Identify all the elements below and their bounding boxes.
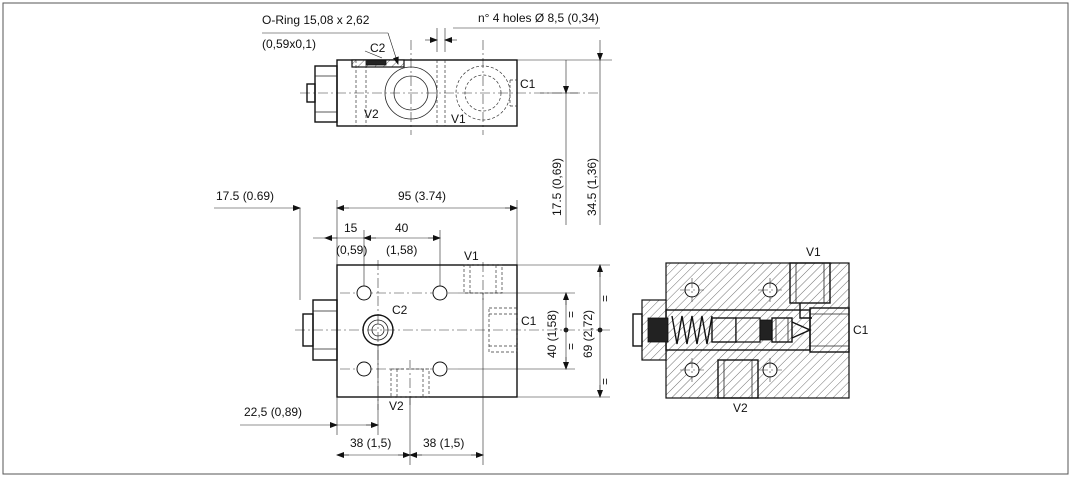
dim-34-5-vertical: 34.5 (1,36) [585, 158, 599, 216]
c1-top-label: C1 [520, 77, 536, 91]
mount-hole-br [432, 361, 448, 377]
v2-top-label: V2 [364, 107, 379, 121]
oring-label: O-Ring 15,08 x 2,62 [262, 13, 370, 27]
v2-cavity [717, 359, 759, 399]
mount-hole-bl [356, 361, 372, 377]
front-view [214, 200, 610, 465]
dim-22-5: 22,5 (0,89) [244, 405, 302, 419]
equal-mark-3: = [598, 295, 612, 302]
dim-17-5-horizontal: 17.5 (0.69) [216, 189, 274, 203]
v1-top-label: V1 [451, 112, 466, 126]
mount-hole-tr [432, 285, 448, 301]
equal-mark-4: = [598, 378, 612, 385]
spring [671, 315, 713, 345]
c1-front-label: C1 [521, 314, 537, 328]
v1-section-label: V1 [806, 245, 821, 259]
dim-95: 95 (3.74) [398, 189, 446, 203]
c1-port-hidden [488, 307, 518, 353]
dim-40-vertical: 40 (1,58) [545, 310, 559, 358]
c1-section-label: C1 [853, 323, 869, 337]
dim-15-inch: (0,59) [336, 243, 367, 257]
c2-top-label: C2 [370, 41, 386, 55]
section-view [632, 262, 850, 399]
v2-section-label: V2 [733, 401, 748, 415]
equal-mark-1: = [564, 311, 578, 318]
dim-40: 40 [395, 221, 409, 235]
holes-label: n° 4 holes Ø 8,5 (0,34) [478, 11, 599, 25]
equal-mark-2: = [564, 343, 578, 350]
dim-15: 15 [344, 221, 358, 235]
oring-inch-label: (0,59x0,1) [262, 37, 316, 51]
v1-cavity [789, 262, 831, 304]
c2-front-label: C2 [392, 303, 408, 317]
top-plug [314, 65, 338, 123]
mount-hole-tl [356, 285, 372, 301]
top-view [262, 27, 612, 225]
v2-front-label: V2 [389, 399, 404, 413]
v1-front-label: V1 [464, 249, 479, 263]
dim-40-inch: (1,58) [386, 243, 417, 257]
dim-69-vertical: 69 (2,72) [581, 310, 595, 358]
dim-17-5-vertical: 17.5 (0,69) [550, 158, 564, 216]
dim-38-a: 38 (1,5) [350, 436, 391, 450]
dim-38-b: 38 (1,5) [423, 436, 464, 450]
